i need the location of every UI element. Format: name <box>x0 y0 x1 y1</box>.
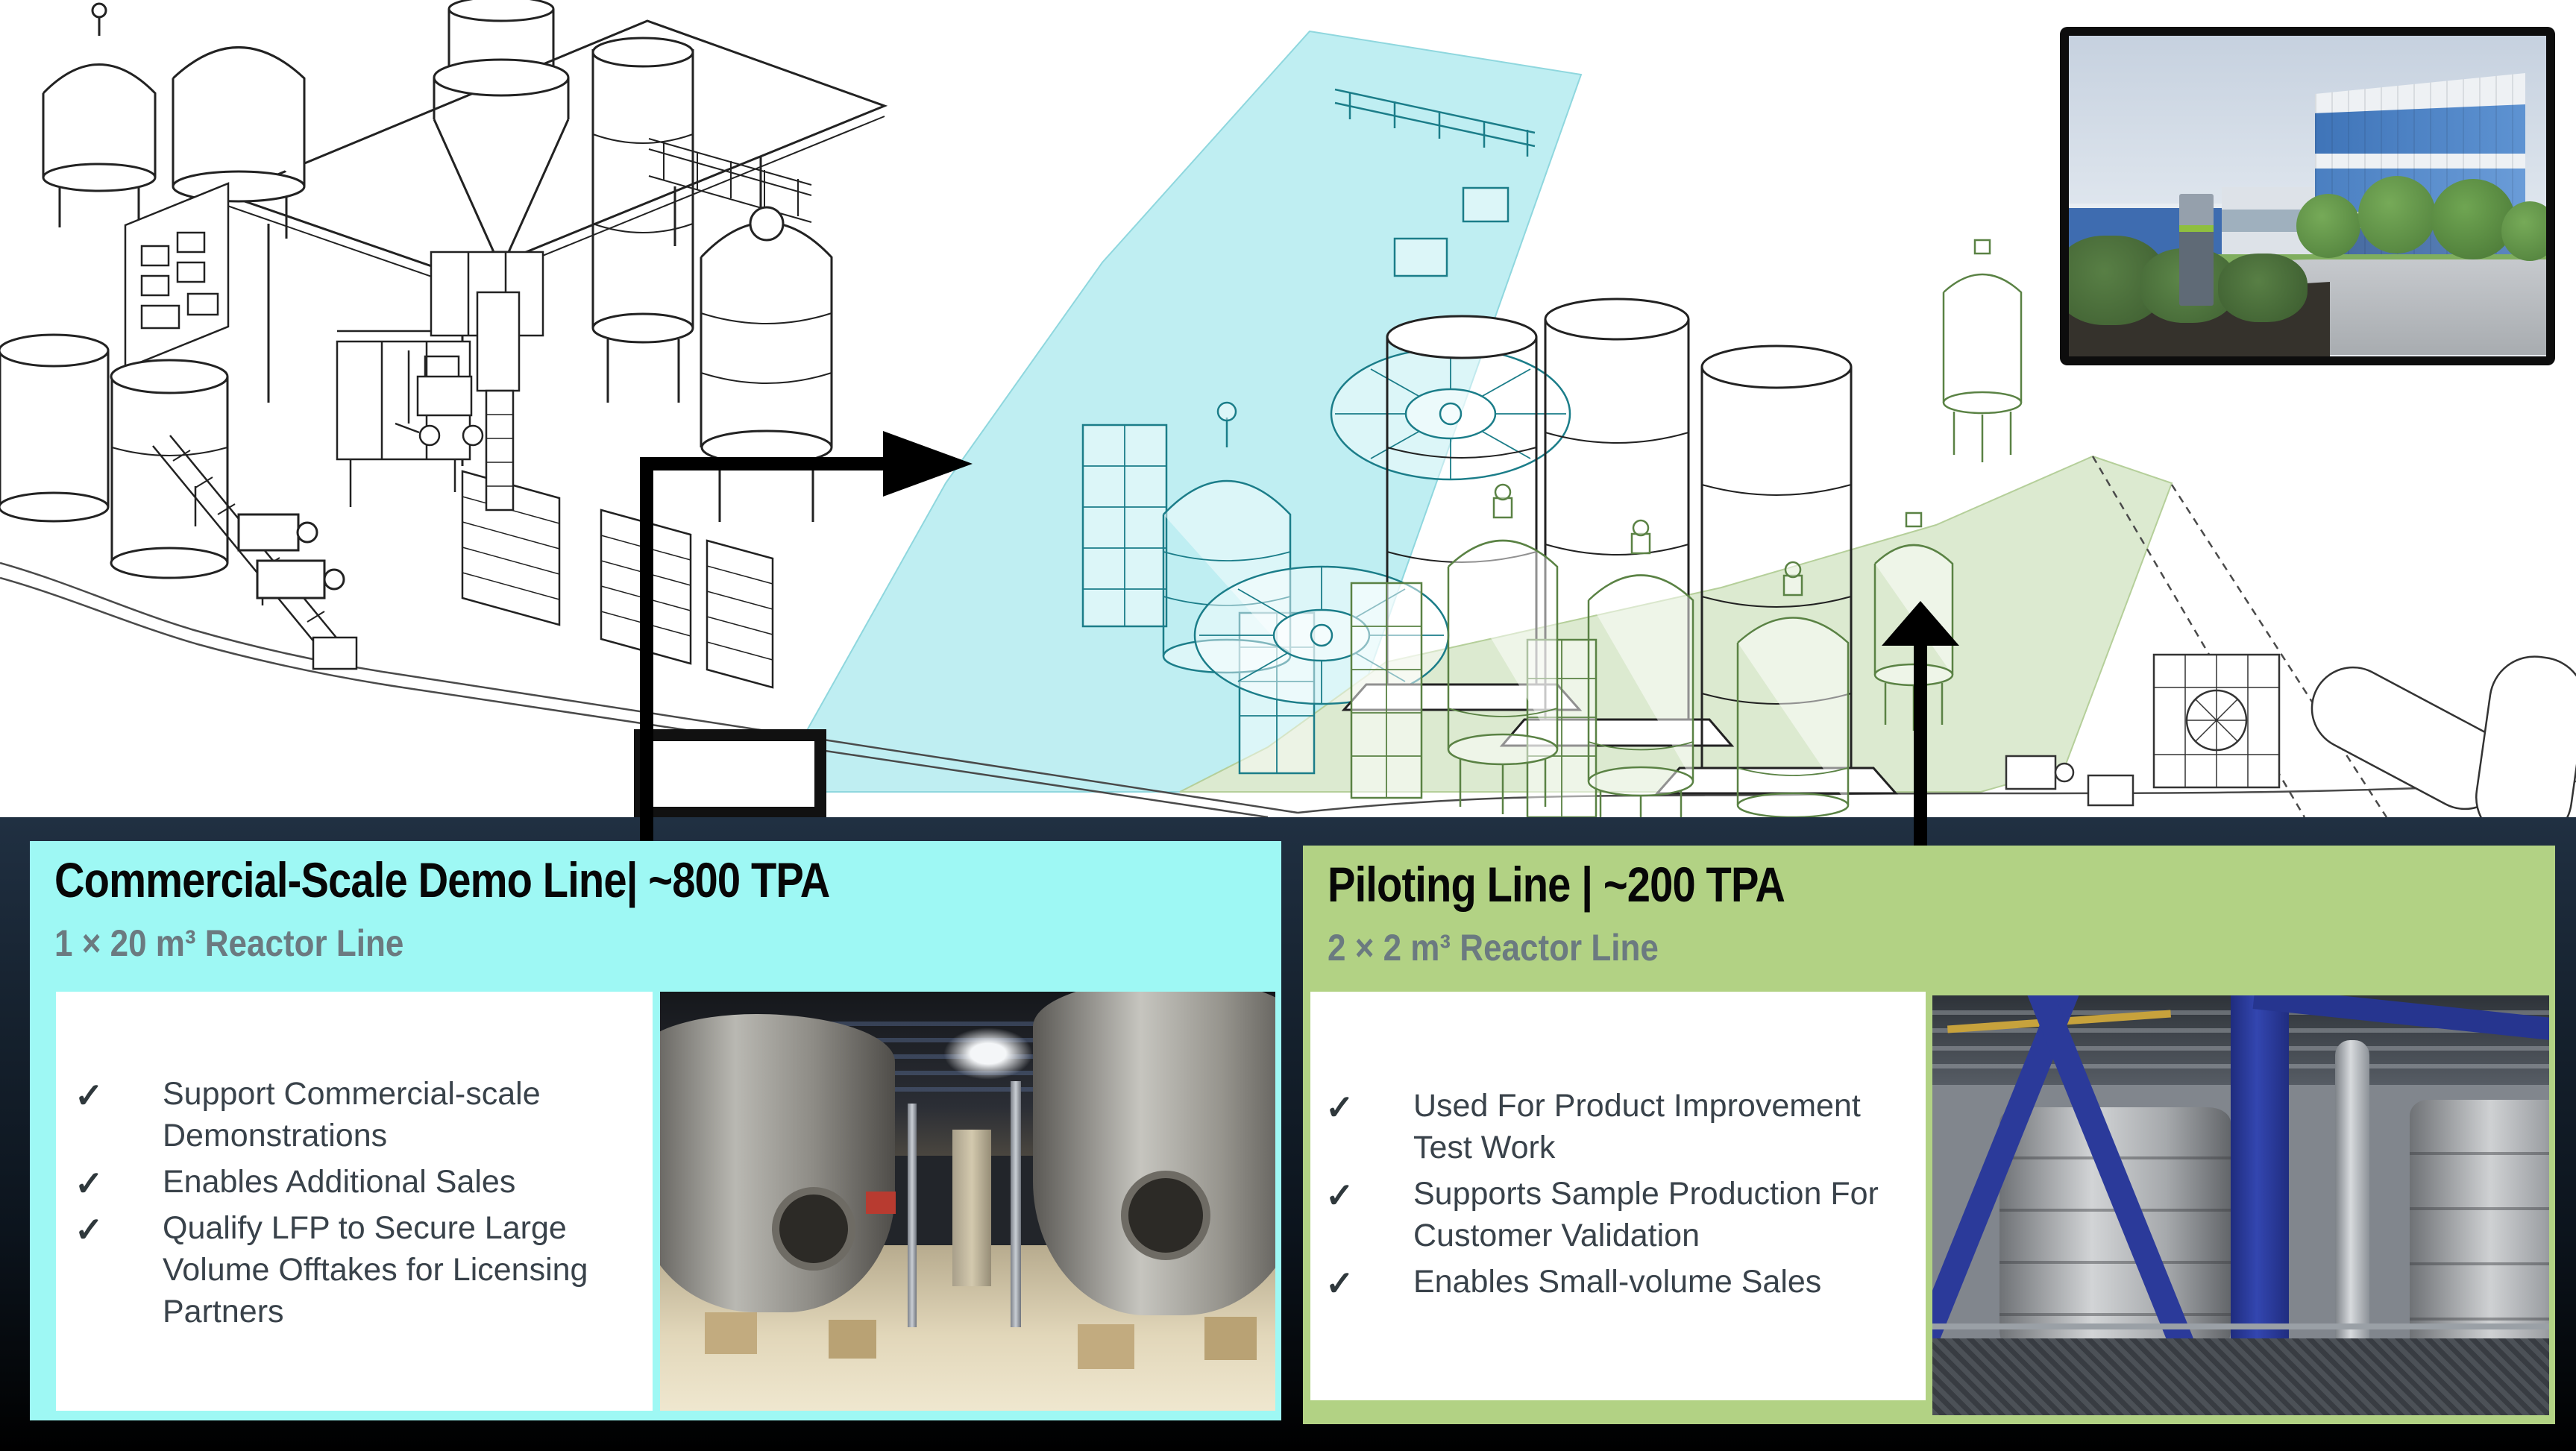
list-item: ✓ Used For Product Improvement Test Work <box>1325 1086 1903 1169</box>
right-side-equipment <box>2005 653 2576 817</box>
photo-support-block <box>705 1312 757 1354</box>
list-item: ✓ Qualify LFP to Secure Large Volume Off… <box>75 1208 630 1333</box>
photo-pipe <box>1011 1081 1021 1327</box>
list-item: ✓ Enables Additional Sales <box>75 1162 630 1203</box>
arrow-to-demo-line-head-icon <box>883 431 973 497</box>
demo-line-interior-photo <box>660 992 1275 1411</box>
list-item: ✓ Support Commercial-scale Demonstration… <box>75 1074 630 1157</box>
bullet-text: Used For Product Improvement Test Work <box>1413 1088 1861 1165</box>
entrance-sign <box>2179 194 2214 306</box>
tree-icon <box>2358 176 2436 254</box>
tree-icon <box>2431 179 2515 259</box>
photo-handrail <box>1932 1323 2549 1329</box>
piloting-title: Piloting Line | ~200 TPA <box>1328 857 1785 912</box>
photo-grating-floor <box>1932 1338 2549 1415</box>
factory-line-art <box>0 0 2576 817</box>
photo-pipe <box>908 1104 917 1327</box>
arrow-to-demo-line-vertical <box>640 457 653 844</box>
commercial-demo-bullets: ✓ Support Commercial-scale Demonstration… <box>56 992 653 1411</box>
bullet-text: Support Commercial-scale Demonstrations <box>163 1076 541 1153</box>
checkmark-icon: ✓ <box>75 1076 104 1115</box>
packing-area-equipment <box>124 182 544 670</box>
commercial-demo-card: Commercial-Scale Demo Line| ~800 TPA 1 ×… <box>30 841 1281 1420</box>
left-mixer-vessels <box>0 333 345 599</box>
bullet-text: Qualify LFP to Secure Large Volume Offta… <box>163 1209 588 1329</box>
arrow-to-demo-line-horizontal <box>640 457 886 470</box>
photo-support-block <box>1078 1324 1134 1369</box>
bullet-text: Enables Small-volume Sales <box>1413 1263 1822 1300</box>
checkmark-icon: ✓ <box>1325 1263 1354 1303</box>
photo-right-porthole <box>1121 1171 1210 1260</box>
bullet-text: Enables Additional Sales <box>163 1163 516 1200</box>
demo-line-equipment <box>1081 88 1571 775</box>
checkmark-icon: ✓ <box>75 1209 104 1249</box>
list-item: ✓ Enables Small-volume Sales <box>1325 1262 1903 1303</box>
photo-left-label <box>866 1192 896 1214</box>
photo-support-block <box>1204 1317 1257 1360</box>
upper-left-vessels <box>42 2 833 522</box>
photo-right-tank <box>1033 992 1275 1315</box>
piloting-line-equipment <box>1350 239 2023 817</box>
tree-icon <box>2296 194 2360 258</box>
tree-icon <box>2501 201 2546 261</box>
checkmark-icon: ✓ <box>75 1163 104 1203</box>
piloting-line-interior-photo <box>1932 995 2549 1415</box>
photo-back-pillar <box>952 1130 991 1286</box>
shrub <box>2218 254 2308 322</box>
piloting-subtitle: 2 × 2 m³ Reactor Line <box>1328 927 1659 969</box>
checkmark-icon: ✓ <box>1325 1088 1354 1127</box>
photo-support-block <box>829 1320 876 1359</box>
commercial-demo-title: Commercial-Scale Demo Line| ~800 TPA <box>54 852 830 907</box>
bullet-text: Supports Sample Production For Customer … <box>1413 1175 1879 1253</box>
checkmark-icon: ✓ <box>1325 1175 1354 1215</box>
list-item: ✓ Supports Sample Production For Custome… <box>1325 1174 1903 1257</box>
arrow-to-piloting-line-vertical <box>1914 641 1927 846</box>
facility-building-photo <box>2060 27 2555 365</box>
photo-left-tank <box>660 1014 895 1312</box>
arrow-to-piloting-line-head-icon <box>1882 601 1959 646</box>
piloting-bullets: ✓ Used For Product Improvement Test Work… <box>1310 992 1926 1400</box>
photo-light-glow <box>943 1027 1033 1080</box>
commercial-demo-subtitle: 1 × 20 m³ Reactor Line <box>54 922 404 964</box>
tower-glass-band-1 <box>2315 104 2525 154</box>
piloting-card: Piloting Line | ~200 TPA 2 × 2 m³ Reacto… <box>1303 846 2555 1424</box>
photo-left-porthole <box>772 1187 855 1271</box>
